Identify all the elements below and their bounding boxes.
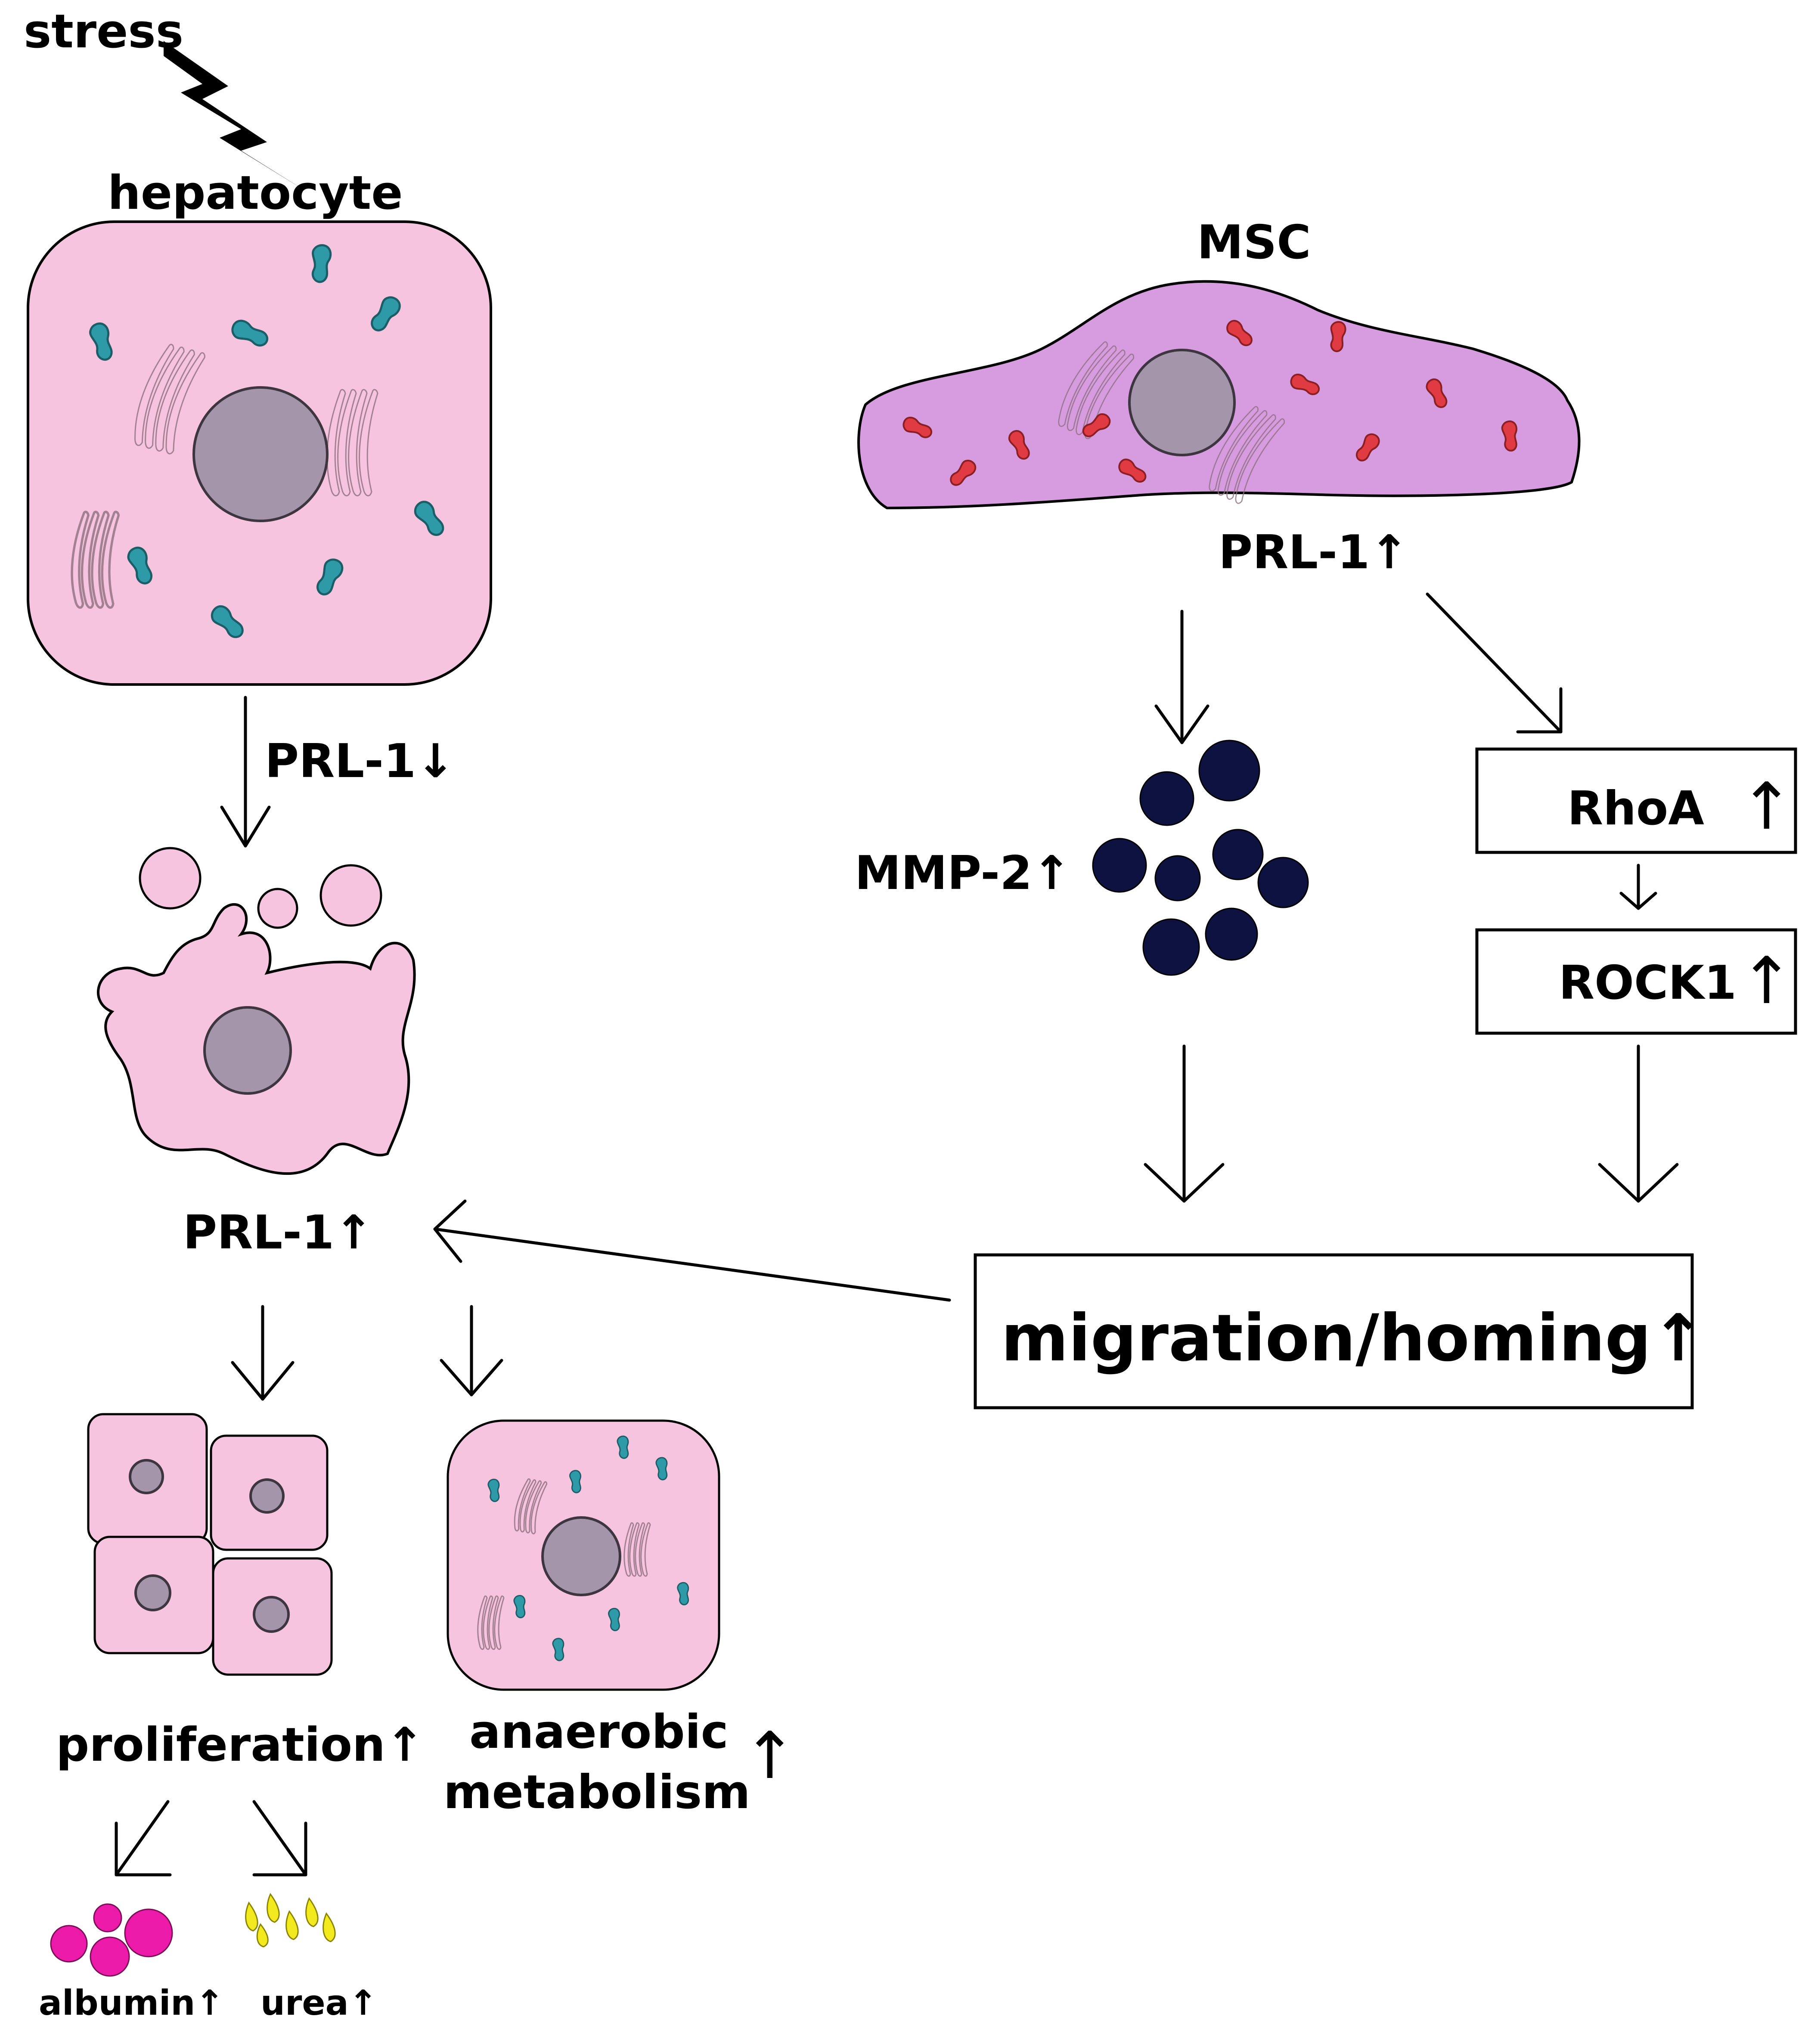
prl1-down-label: PRL-1↓ [265, 734, 455, 788]
rock1-box: ROCK1 ↑ [1475, 928, 1797, 1035]
msc-label: MSC [1197, 216, 1311, 269]
proliferation-label: proliferation↑ [56, 1718, 424, 1772]
metabolic-hepatocyte [447, 1419, 720, 1691]
migration-label: migration/homing↑ [1001, 1301, 1705, 1376]
hepatocyte-cell [27, 220, 492, 686]
proliferating-hepatocytes [87, 1413, 333, 1676]
arrow-to-urea [252, 1800, 307, 1877]
stress-lightning-icon [164, 41, 310, 194]
arrow-to-proliferation [231, 1305, 295, 1401]
arrow-to-albumin [115, 1800, 172, 1877]
anaerobic-up-arrow: ↑ [743, 1719, 797, 1793]
rhoa-label: RhoA [1567, 782, 1704, 836]
arrow-mmp2-to-migration [1144, 1044, 1225, 1203]
arrow-msc-to-mmp2 [1154, 610, 1209, 744]
arrow-msc-to-rhoa [1426, 592, 1563, 734]
hepatocyte-nucleus [192, 386, 329, 522]
rhoa-up-arrow: ↑ [1740, 769, 1794, 844]
rock1-label: ROCK1 [1559, 956, 1737, 1010]
stress-label: stress [24, 5, 183, 59]
arrow-migration-to-hepatocyte [433, 1199, 951, 1302]
prl1-up-hepatocyte-label: PRL-1↑ [183, 1206, 373, 1260]
anaerobic-label-line1: anaerobic [469, 1705, 729, 1759]
hepatocyte-label: hepatocyte [108, 166, 403, 220]
msc-cell [857, 280, 1581, 510]
msc-nucleus [1128, 349, 1236, 456]
damaged-hepatocyte [96, 847, 416, 1175]
prl1-up-msc-label: PRL-1↑ [1219, 526, 1409, 579]
mmp2-label: MMP-2↑ [855, 846, 1071, 900]
arrow-to-metabolism [440, 1305, 503, 1397]
albumin-molecules [50, 1903, 173, 1977]
migration-homing-box: migration/homing↑ [974, 1253, 1705, 1409]
mmp2-molecules [1092, 740, 1309, 976]
arrow-rock1-to-migration [1598, 1044, 1679, 1203]
arrow-rhoa-to-rock1 [1619, 864, 1657, 910]
urea-molecules [245, 1893, 336, 1948]
urea-label: urea↑ [261, 1983, 378, 2023]
albumin-label: albumin↑ [39, 1983, 224, 2023]
arrow-hep-to-apoptotic [220, 696, 271, 848]
anaerobic-label-line2: metabolism [443, 1765, 750, 1819]
rhoa-box: RhoA ↑ [1475, 747, 1797, 854]
rock1-up-arrow: ↑ [1740, 944, 1794, 1019]
